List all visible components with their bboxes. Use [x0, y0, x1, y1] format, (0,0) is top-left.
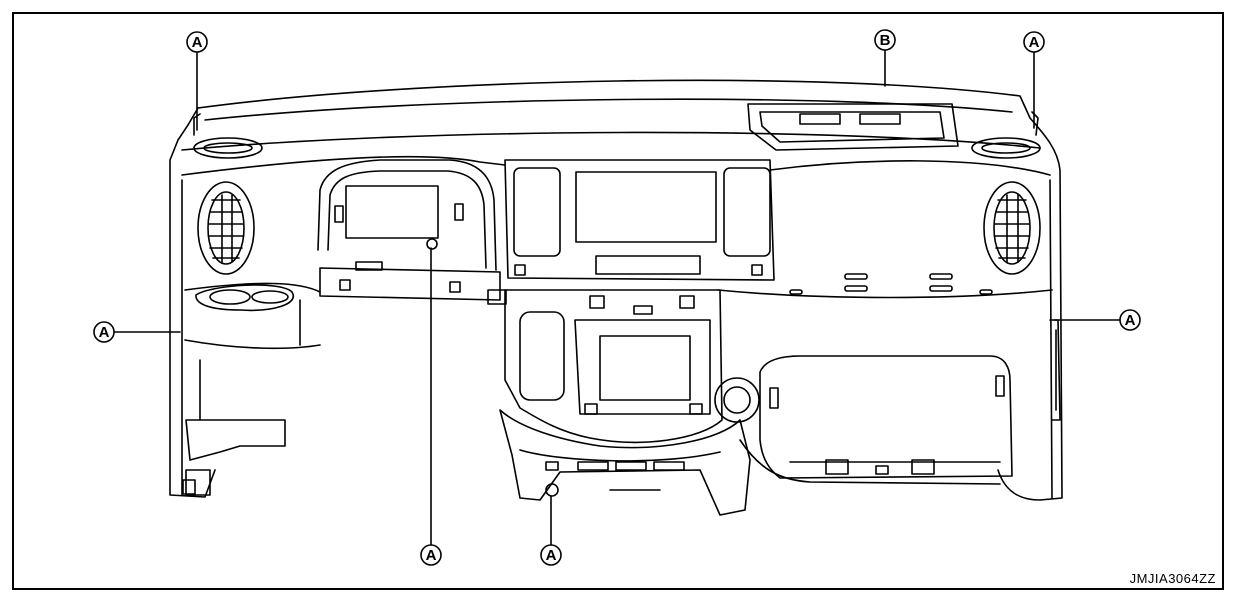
- callout-a-top-left-label: A: [192, 34, 203, 51]
- callout-b-top-label: B: [880, 32, 891, 49]
- callout-a-left-label: A: [99, 324, 110, 341]
- callout-a-top-left: A: [186, 31, 208, 131]
- callout-a-top-right: A: [1023, 31, 1045, 129]
- cup-holder: [195, 284, 295, 312]
- callout-a-right-label: A: [1125, 312, 1136, 329]
- panel-slots: [789, 273, 993, 295]
- ignition-knob: [714, 377, 760, 423]
- callout-a-bottom-center: A: [540, 495, 562, 566]
- callout-a-bottom-center-left: A: [420, 247, 442, 566]
- right-side-vent: [983, 181, 1041, 275]
- callout-a-left: A: [93, 321, 181, 343]
- callout-a-bottom-center-left-label: A: [426, 547, 437, 564]
- left-lower-bracket: [182, 359, 286, 496]
- left-defroster-vent: [193, 113, 263, 159]
- callout-a-right: A: [1053, 309, 1141, 331]
- center-stack: [487, 289, 723, 444]
- callout-a-top-right-label: A: [1029, 34, 1040, 51]
- left-side-vent: [197, 181, 255, 275]
- lower-console: [499, 409, 751, 516]
- top-center-recess: [747, 103, 959, 151]
- callout-b-top: B: [874, 29, 896, 87]
- glove-box: [759, 355, 1013, 479]
- figure-code: JMJIA3064ZZ: [1129, 571, 1216, 586]
- meter-cluster-opening: [317, 159, 501, 301]
- center-display-opening: [504, 159, 775, 281]
- callout-a-bottom-center-label: A: [546, 547, 557, 564]
